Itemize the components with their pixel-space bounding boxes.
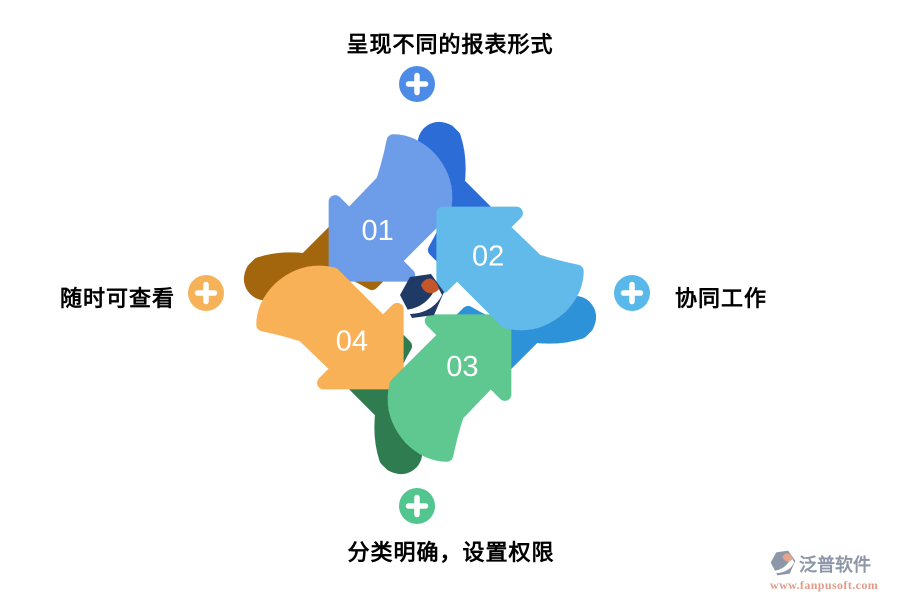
watermark-brand: 泛普软件 xyxy=(799,554,871,575)
label-right-collaboration: 协同工作 xyxy=(675,286,768,311)
plus-icon-top xyxy=(399,66,435,102)
label-top-reports: 呈现不同的报表形式 xyxy=(346,32,554,57)
watermark-url: www.fanpusoft.com xyxy=(770,578,878,592)
ribbon-arrow-04 xyxy=(256,265,404,390)
step-number-02: 02 xyxy=(472,241,504,273)
watermark-logo-icon xyxy=(770,550,796,576)
ribbon-arrow-02 xyxy=(436,206,584,331)
logo-flame xyxy=(421,278,439,294)
plus-icon-left xyxy=(188,275,224,311)
plus-icon-bottom xyxy=(399,488,435,524)
ribbon-arrow-03 xyxy=(387,314,512,462)
label-left-view-anytime: 随时可查看 xyxy=(59,286,175,311)
step-number-01: 01 xyxy=(361,215,393,247)
step-number-03: 03 xyxy=(446,351,478,383)
ribbon-arrow-01 xyxy=(328,134,453,282)
label-bottom-permissions: 分类明确，设置权限 xyxy=(347,540,555,565)
watermark: 泛普软件 www.fanpusoft.com xyxy=(770,550,878,592)
plus-icon-right xyxy=(614,275,650,311)
step-number-04: 04 xyxy=(336,325,368,357)
fanpu-logo xyxy=(400,274,444,318)
